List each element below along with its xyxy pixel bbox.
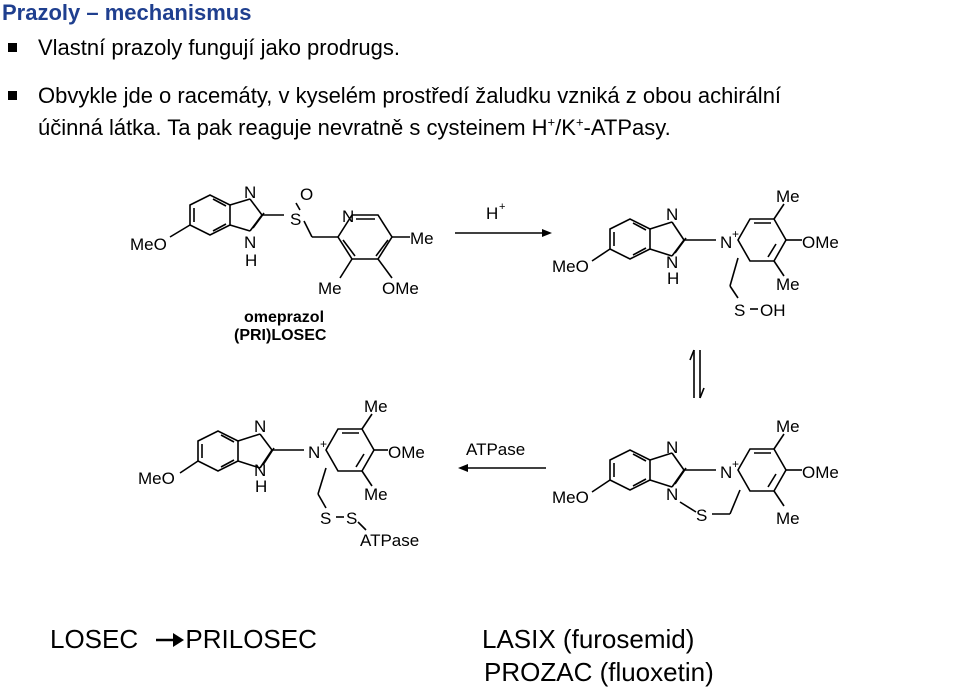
atom-label-ome: OMe (802, 463, 839, 482)
atom-label-h: H (255, 477, 267, 496)
atom-label-s: S (320, 509, 331, 528)
atom-label-meo: MeO (552, 488, 589, 507)
atom-label-o: O (300, 185, 313, 204)
charge-plus: + (732, 227, 739, 241)
charge-plus: + (732, 457, 739, 471)
atom-label-n-plus: N (720, 233, 732, 252)
atom-label-n: N (666, 485, 678, 504)
atom-label-ome: OMe (802, 233, 839, 252)
bullet-line-2-c: -ATPasy. (583, 115, 671, 140)
atom-label-me: Me (776, 417, 800, 436)
omeprazol-structure (169, 194, 410, 279)
atom-label-meo: MeO (552, 257, 589, 276)
bullet-line-2-a: účinná látka. Ta pak reaguje nevratně s … (38, 115, 548, 140)
bullet-text: Vlastní prazoly fungují jako prodrugs. (38, 35, 400, 60)
atom-label-n: N (666, 438, 678, 457)
atom-label-n: N (244, 183, 256, 202)
atom-label-n: N (244, 233, 256, 252)
charge-superscript: + (547, 114, 556, 130)
footer-prozac: PROZAC (fluoxetin) (484, 657, 714, 687)
atom-label-ome: OMe (388, 443, 425, 462)
brand-prilosec: PRILOSEC (185, 624, 317, 654)
arrow-label-plus: + (499, 201, 505, 213)
sulfenamide-structure (591, 433, 802, 515)
atom-label-me: Me (364, 397, 388, 416)
atom-label-me: Me (776, 509, 800, 528)
brand-losec: LOSEC (50, 624, 139, 654)
arrow-label-h: H (486, 204, 498, 223)
charge-plus: + (320, 437, 327, 451)
atom-label-n: N (254, 461, 266, 480)
sulfenic-acid-structure (591, 203, 802, 310)
arrow-label-atpase: ATPase (466, 440, 525, 459)
atom-label-me: Me (776, 187, 800, 206)
atom-label-h: H (667, 269, 679, 288)
atom-label-me: Me (364, 485, 388, 504)
equilibrium-arrow (689, 349, 705, 399)
bullet-text: Obvykle jde o racemáty, v kyselém prostř… (38, 80, 953, 144)
atom-label-n: N (666, 205, 678, 224)
atom-label-meo: MeO (138, 469, 175, 488)
charge-superscript: + (575, 114, 584, 130)
bullet-line-1: Obvykle jde o racemáty, v kyselém prostř… (38, 83, 782, 108)
atom-label-s: S (696, 506, 707, 525)
bullet-line-2-b: /K (555, 115, 576, 140)
atom-label-atpase: ATPase (360, 531, 419, 550)
bullet-square-icon (8, 43, 17, 52)
page-title: Prazoly – mechanismus (2, 0, 252, 25)
arrow-h-plus (455, 229, 552, 237)
atom-label-n-plus: N (308, 443, 320, 462)
footer-lasix: LASIX (furosemid) (482, 624, 695, 654)
atom-label-n: N (666, 253, 678, 272)
omeprazol-brand: (PRI)LOSEC (234, 327, 327, 344)
atom-label-s: S (290, 210, 301, 229)
right-arrow-icon (155, 625, 185, 647)
arrow-atpase (458, 464, 546, 472)
atom-label-h: H (245, 251, 257, 270)
benzene-ring (189, 194, 231, 236)
omeprazol-name: omeprazol (244, 309, 324, 326)
atom-label-n: N (254, 417, 266, 436)
atom-label-s: S (734, 301, 745, 320)
atom-label-s: S (346, 509, 357, 528)
atom-label-n-plus: N (720, 463, 732, 482)
enzyme-disulfide-structure (179, 413, 388, 531)
atom-label-me: Me (318, 279, 342, 298)
atom-label-n: N (342, 207, 354, 226)
atom-label-me: Me (776, 275, 800, 294)
atom-label-meo: MeO (130, 235, 167, 254)
atom-label-ome: OMe (382, 279, 419, 298)
footer-losec: LOSEC PRILOSEC (50, 624, 317, 655)
atom-label-me: Me (410, 229, 434, 248)
atom-label-oh: OH (760, 301, 786, 320)
bullet-square-icon (8, 91, 17, 100)
